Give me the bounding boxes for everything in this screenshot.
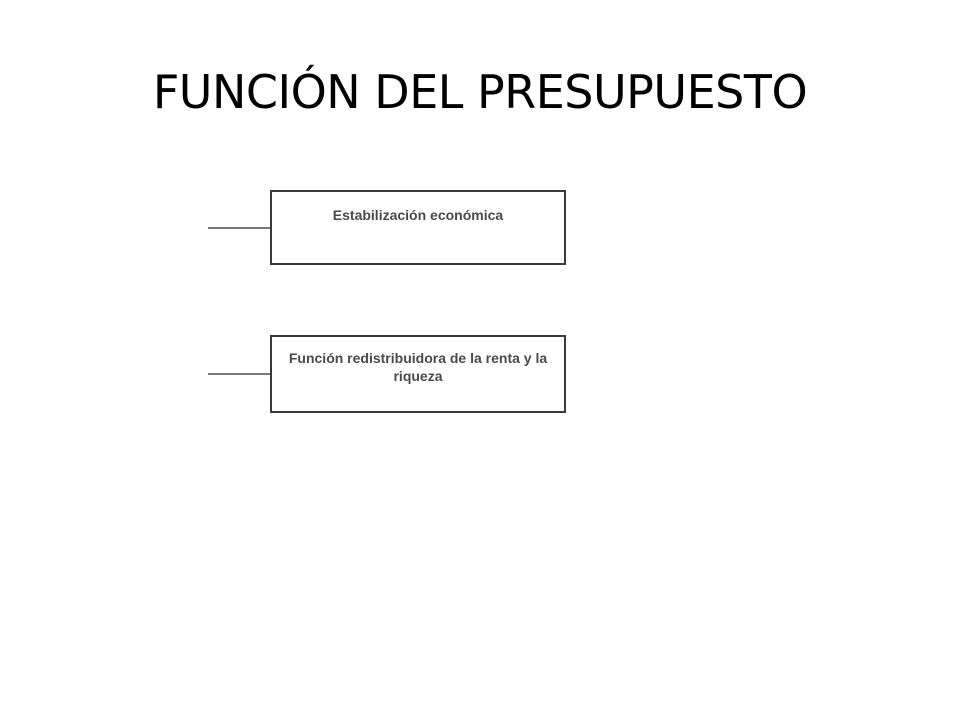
box-estabilizacion: Estabilización económica	[270, 190, 566, 265]
slide-title: FUNCIÓN DEL PRESUPUESTO	[152, 65, 808, 119]
box-label: Función redistribuidora de la renta y la…	[288, 350, 548, 384]
box-label: Estabilización económica	[332, 207, 504, 223]
box-redistribuidora: Función redistribuidora de la renta y la…	[270, 335, 566, 413]
connector-line-estabilizacion	[208, 227, 272, 229]
connector-line-redistribuidora	[208, 373, 272, 375]
